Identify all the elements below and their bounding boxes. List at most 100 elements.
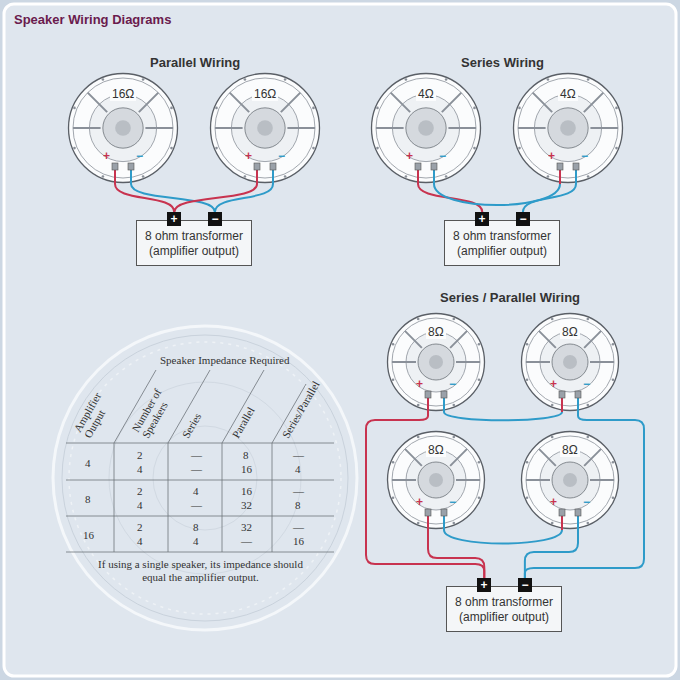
transformer-outline: 8 ohm transformer (amplifier output) — [446, 586, 562, 632]
wire-stub — [559, 169, 561, 184]
basket-spoke — [448, 127, 476, 129]
column-header: Series — [180, 411, 204, 440]
table-lines — [66, 370, 334, 552]
bolt-hole — [392, 461, 395, 464]
terminal — [573, 163, 579, 170]
basket-spoke — [584, 449, 601, 466]
wire-stub — [417, 169, 419, 184]
table-cell: 16 — [241, 485, 252, 497]
bolt-hole — [312, 107, 315, 110]
transformer-label: 8 ohm transformer (amplifier output) — [447, 595, 561, 625]
speaker-rim — [522, 432, 619, 529]
speaker-magnet — [245, 108, 285, 148]
basket-spoke — [584, 93, 604, 113]
basket-spoke — [456, 361, 480, 363]
terminal-minus: − — [516, 212, 530, 226]
speaker-magnet — [552, 344, 588, 380]
basket-spoke — [145, 127, 173, 129]
speaker-wire — [444, 530, 562, 544]
table-rule — [66, 443, 334, 444]
table-cell: 2 — [137, 449, 143, 461]
minus-sign: − — [136, 149, 143, 163]
bolt-hole — [612, 461, 615, 464]
table-cell: 8 — [85, 493, 91, 505]
transformer-box: 8 ohm transformer (amplifier output)+− — [136, 212, 252, 266]
speaker-rim — [53, 326, 357, 630]
speaker-pole — [563, 355, 577, 369]
column-header: Series/Parallel — [280, 379, 322, 440]
minus-sign: − — [581, 149, 588, 163]
impedance-label: 8Ω — [426, 443, 446, 457]
bolt-hole — [445, 78, 448, 81]
section-heading: Parallel Wiring — [150, 55, 240, 70]
basket-spoke — [526, 361, 550, 363]
speaker-pole — [257, 120, 273, 136]
transformer-box: 8 ohm transformer (amplifier output)+− — [446, 578, 562, 632]
wire-stub — [443, 397, 445, 412]
bolt-hole — [73, 147, 76, 150]
speaker: 8Ω+− — [386, 430, 486, 530]
plus-sign: + — [550, 495, 557, 509]
speaker-bolts — [69, 342, 341, 614]
table-cell: 8 — [295, 499, 301, 511]
bolt-hole — [478, 461, 481, 464]
wire-stub — [561, 397, 563, 412]
terminal — [575, 391, 581, 398]
speaker-ring — [526, 318, 614, 406]
plus-sign: + — [245, 149, 252, 163]
transformer-label: 8 ohm transformer (amplifier output) — [445, 229, 559, 259]
bolt-hole — [417, 436, 420, 439]
table-cell: 8 — [193, 521, 199, 533]
terminal-minus: − — [518, 578, 532, 592]
bolt-hole — [526, 378, 529, 381]
basket-spoke — [88, 93, 108, 113]
terminal — [441, 391, 447, 398]
section-heading: Series Wiring — [461, 55, 544, 70]
bolt-hole — [392, 496, 395, 499]
impedance-label: 4Ω — [558, 87, 578, 101]
basket-spoke — [392, 479, 416, 481]
bolt-hole — [526, 496, 529, 499]
bolt-hole — [405, 175, 408, 178]
bolt-hole — [376, 107, 379, 110]
bolt-hole — [452, 318, 455, 321]
speaker-magnet — [418, 344, 454, 380]
impedance-label: 8Ω — [560, 325, 580, 339]
basket-spoke — [450, 331, 467, 348]
basket-spoke — [215, 127, 243, 129]
table-cell: 4 — [85, 457, 91, 469]
basket-spoke — [392, 361, 416, 363]
table-divider — [222, 370, 264, 552]
bolt-hole — [587, 175, 590, 178]
impedance-label: 4Ω — [416, 87, 436, 101]
speaker-wire — [434, 184, 560, 205]
speaker-rim — [372, 74, 481, 183]
terminal — [441, 509, 447, 516]
bolt-hole — [551, 318, 554, 321]
speaker-rim — [522, 314, 619, 411]
basket-spoke — [590, 127, 618, 129]
terminal — [557, 163, 563, 170]
table-cell: 4 — [137, 499, 143, 511]
impedance-label: 16Ω — [252, 87, 278, 101]
speaker-pole — [429, 473, 443, 487]
speaker-magnet — [548, 108, 588, 148]
bolt-hole — [73, 107, 76, 110]
terminal-minus: − — [208, 212, 222, 226]
table-cell: 4 — [137, 463, 143, 475]
terminal — [559, 391, 565, 398]
bolt-hole — [102, 175, 105, 178]
speaker-wire — [366, 412, 484, 578]
table-cell: — — [293, 521, 304, 533]
table-cell: — — [241, 535, 252, 547]
speaker-pole — [115, 120, 131, 136]
speaker-ring — [392, 436, 480, 524]
speaker-ring — [73, 78, 173, 178]
bolt-hole — [102, 78, 105, 81]
terminal — [270, 163, 276, 170]
table-cell: — — [293, 485, 304, 497]
basket-spoke — [376, 127, 404, 129]
terminal — [575, 509, 581, 516]
speaker-wire — [523, 184, 576, 212]
